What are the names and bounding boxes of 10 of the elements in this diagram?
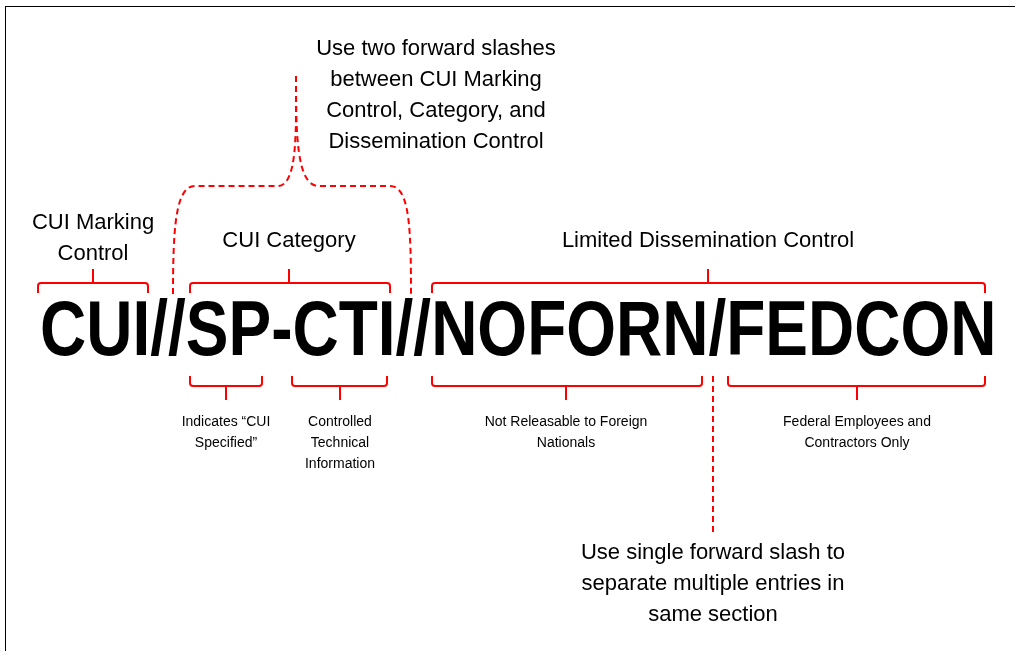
marking-text: CUI//SP-CTI//NOFORN/FEDCON bbox=[40, 289, 997, 368]
callout-text: Use two forward slashes between CUI Marking Control, Category, and Dissemination Control bbox=[300, 32, 572, 156]
part-description: Federal Employees and Contractors Only bbox=[782, 412, 932, 452]
part-description: Controlled Technical Information bbox=[303, 412, 376, 473]
callout-text: Use single forward slash to separate multiple entries in same section bbox=[553, 536, 873, 629]
part-description: Not Releasable to Foreign Nationals bbox=[483, 412, 649, 452]
part-description: Indicates “CUI Specified” bbox=[180, 412, 272, 452]
section-label: Limited Dissemination Control bbox=[560, 226, 856, 254]
section-label: CUI Category bbox=[221, 226, 357, 254]
section-label: CUI Marking Control bbox=[30, 208, 156, 267]
